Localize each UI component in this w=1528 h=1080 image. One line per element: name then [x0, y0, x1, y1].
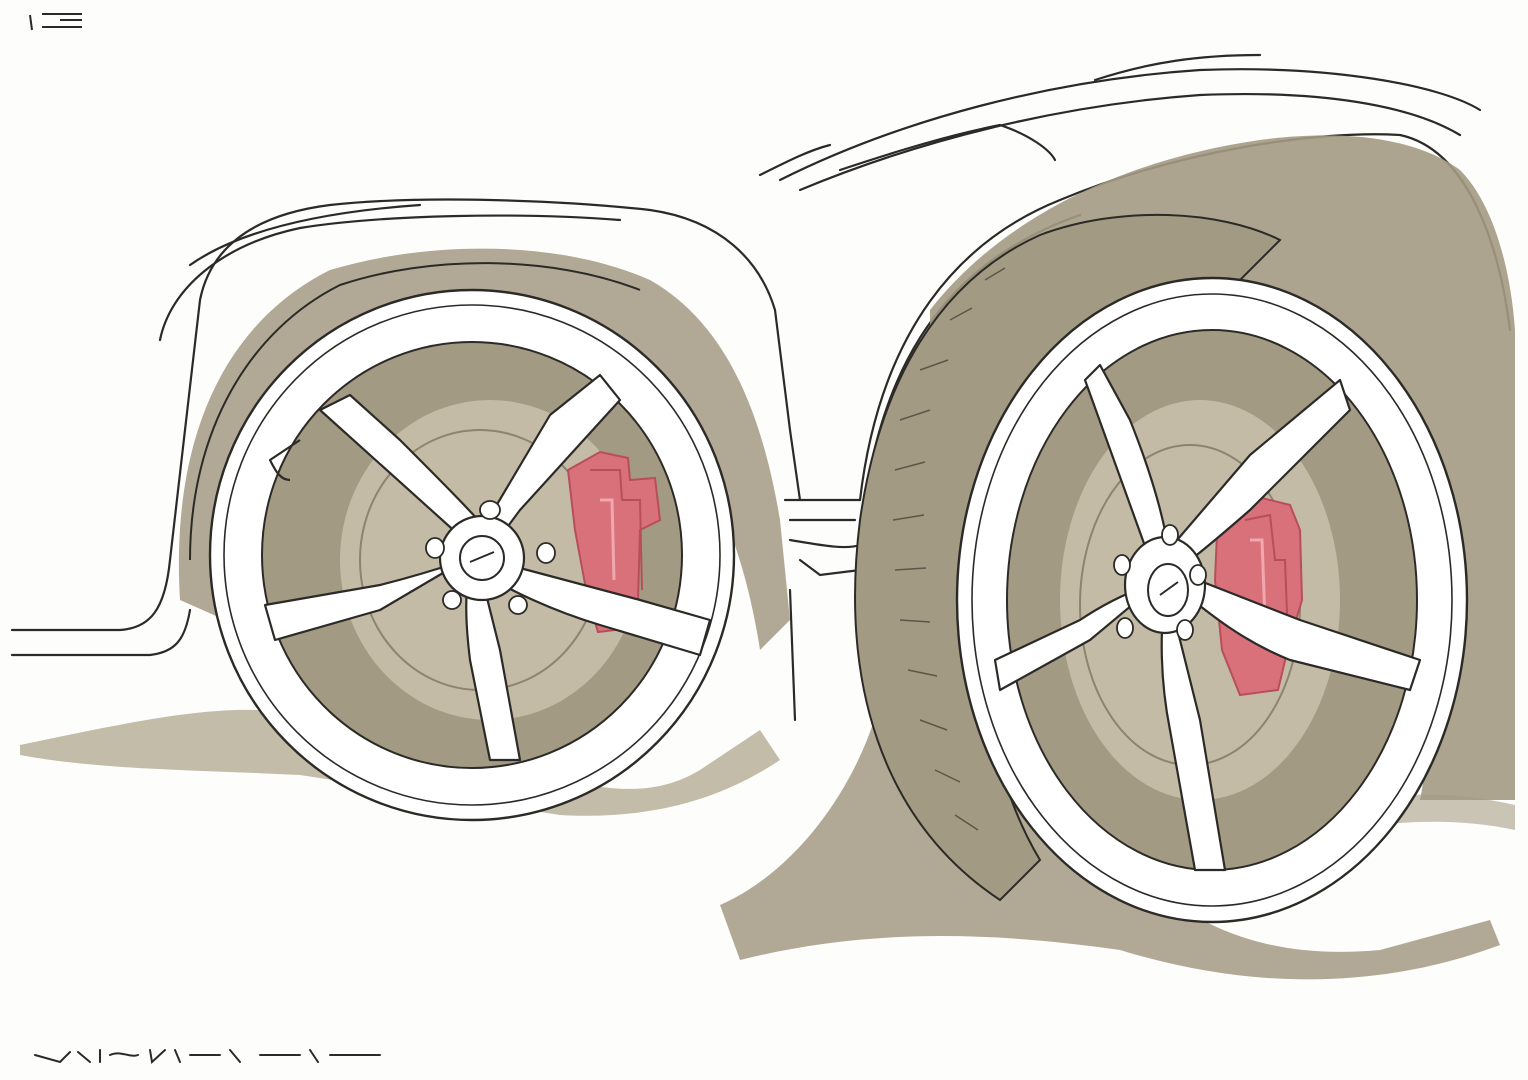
front-wheel	[854, 135, 1515, 924]
rear-lug-bolts	[425, 500, 556, 615]
artist-signature-mark	[34, 1049, 381, 1064]
tread-marks	[892, 267, 1006, 831]
front-lug-bolts	[1113, 524, 1207, 641]
front-arch-shadow	[930, 135, 1515, 801]
front-wheel-spokes	[993, 363, 1422, 872]
rear-wheel	[178, 248, 791, 822]
sheet-number-mark	[29, 13, 82, 31]
